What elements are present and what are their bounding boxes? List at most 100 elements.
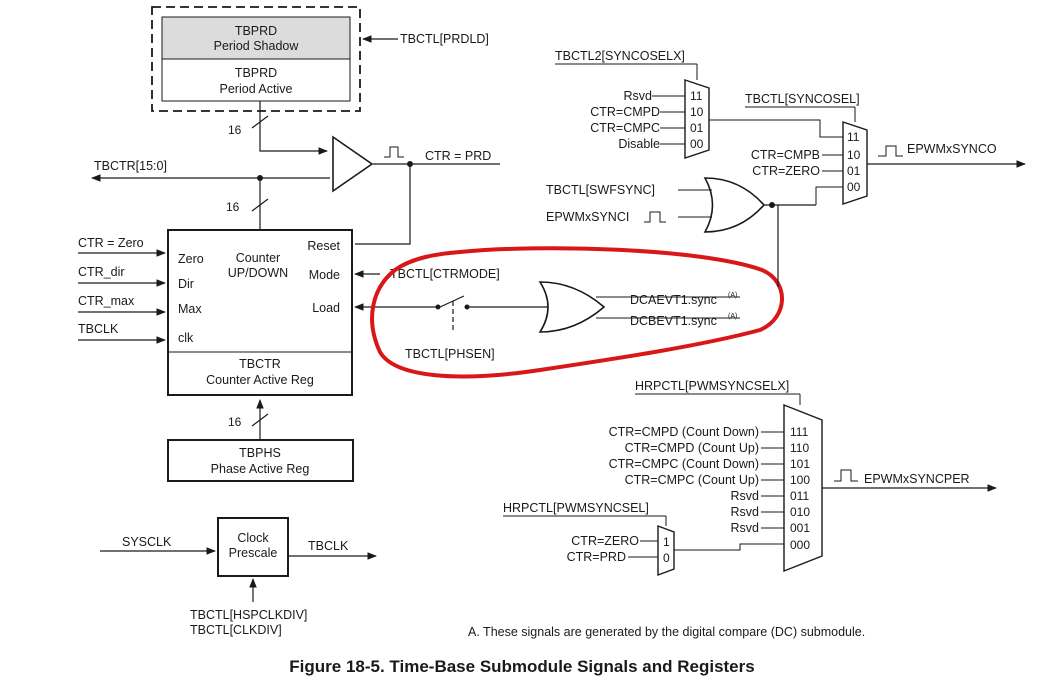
syncoselx-in-cmpc: CTR=CMPC — [590, 121, 660, 135]
bus-width-prd: 16 — [228, 123, 242, 137]
footnote: A. These signals are generated by the di… — [468, 625, 865, 639]
pwmsyncsel-in-prd: CTR=PRD — [567, 550, 626, 564]
pwmsyncselx-in-3: CTR=CMPC (Count Up) — [625, 473, 759, 487]
syncosel-code-11: 11 — [847, 130, 860, 144]
pwmsyncsel-label: HRPCTL[PWMSYNCSEL] — [503, 501, 649, 515]
ctrmode-label: TBCTL[CTRMODE] — [390, 267, 500, 281]
tbprd-to-comparator — [259, 101, 328, 155]
tbprd-shadow-box — [161, 16, 351, 60]
pwmsyncselx-code-111: 111 — [790, 425, 809, 439]
pwmsyncselx-code-001: 001 — [790, 521, 810, 535]
ctr-zero-label: CTR = Zero — [78, 236, 144, 250]
ctr-prd-label: CTR = PRD — [425, 149, 491, 163]
pwmsyncselx-mux — [783, 403, 823, 573]
pwmsyncselx-code-101: 101 — [790, 457, 810, 471]
reset-feedback — [355, 164, 411, 245]
pwmsyncselx-code-010: 010 — [790, 505, 810, 519]
counter-block — [167, 229, 353, 396]
pulse-icon — [834, 469, 858, 482]
tbprd-shadow-sub: Period Shadow — [214, 39, 300, 53]
syncoselx-label: TBCTL2[SYNCOSELX] — [555, 49, 685, 63]
clock-title2: Prescale — [229, 546, 278, 560]
syncosel-in-zero: CTR=ZERO — [752, 164, 820, 178]
pwmsyncselx-in-2: CTR=CMPC (Count Down) — [609, 457, 759, 471]
dcaevt-sup: (A) — [728, 292, 737, 299]
bus-width-ctr: 16 — [226, 200, 240, 214]
pwmsyncsel-to-selx — [674, 543, 784, 551]
counter-in-zero: Zero — [178, 252, 204, 266]
pulse-icon — [644, 211, 666, 223]
syncosel-label: TBCTL[SYNCOSEL] — [745, 92, 860, 106]
sync-or-gate — [703, 177, 766, 233]
clkdiv-label: TBCTL[CLKDIV] — [190, 623, 282, 637]
clock-title: Clock — [237, 531, 269, 545]
tbprd-shadow-title: TBPRD — [235, 24, 277, 38]
dcbevt-label: DCBEVT1.sync — [630, 314, 717, 328]
syncoselx-mux — [684, 79, 710, 159]
syncoselx-in-disable: Disable — [618, 137, 660, 151]
tbclk-out-label: TBCLK — [308, 539, 349, 553]
counter-reg-sub: Counter Active Reg — [206, 373, 314, 387]
pwmsyncselx-in-1: CTR=CMPD (Count Up) — [625, 441, 759, 455]
pwmsyncsel-code-1: 1 — [663, 535, 670, 549]
tbphs-title: TBPHS — [239, 446, 281, 460]
epwmxsyncper-label: EPWMxSYNCPER — [864, 472, 970, 486]
counter-out-reset: Reset — [307, 239, 340, 253]
tbprd-dashed-frame — [151, 6, 361, 112]
syncosel-code-01: 01 — [847, 164, 861, 178]
dc-or-gate — [538, 281, 606, 333]
pwmsyncsel-code-0: 0 — [663, 551, 670, 565]
bus-width-phs: 16 — [228, 415, 242, 429]
pulse-icon — [878, 145, 903, 157]
counter-title: Counter — [236, 251, 280, 265]
switch-blade — [439, 295, 465, 308]
sync-to-syncosel — [815, 186, 843, 205]
pwmsyncsel-mux — [657, 524, 675, 577]
bus-slash-prd — [251, 115, 269, 129]
bus-slash-ctr — [251, 198, 269, 212]
counter-in-clk: clk — [178, 331, 194, 345]
tbctl-prdld-label: TBCTL[PRDLD] — [400, 32, 489, 46]
switch-contact — [435, 304, 441, 310]
ctr-max-label: CTR_max — [78, 294, 135, 308]
tbclk-in-label: TBCLK — [78, 322, 119, 336]
bus-slash-phs — [251, 413, 269, 427]
clock-prescale-block — [217, 517, 289, 577]
pulse-icon — [384, 146, 404, 158]
figure-caption: Figure 18-5. Time-Base Submodule Signals… — [289, 657, 754, 676]
pwmsyncselx-code-100: 100 — [790, 473, 810, 487]
syncosel-in-cmpb: CTR=CMPB — [751, 148, 820, 162]
swfsync-label: TBCTL[SWFSYNC] — [546, 183, 655, 197]
dcaevt-label: DCAEVT1.sync — [630, 293, 717, 307]
syncoselx-in-cmpd: CTR=CMPD — [590, 105, 660, 119]
syncoselx-code-01: 01 — [690, 121, 704, 135]
syncosel-code-00: 00 — [847, 180, 861, 194]
syncoselx-to-syncosel — [709, 119, 843, 138]
epwmxsynco-label: EPWMxSYNCO — [907, 142, 997, 156]
tbphs-sub: Phase Active Reg — [211, 462, 310, 476]
comparator-symbol — [332, 135, 374, 193]
counter-reg-title: TBCTR — [239, 357, 281, 371]
tbprd-active-sub: Period Active — [220, 82, 293, 96]
pwmsyncselx-in-0: CTR=CMPD (Count Down) — [609, 425, 759, 439]
pwmsyncselx-code-000: 000 — [790, 538, 810, 552]
pwmsyncselx-code-011: 011 — [790, 489, 809, 503]
pwmsyncselx-in-6: Rsvd — [731, 521, 760, 535]
syncoselx-code-11: 11 — [690, 89, 703, 103]
dcbevt-sup: (A) — [728, 313, 737, 320]
counter-out-mode: Mode — [309, 268, 340, 282]
syncoselx-code-00: 00 — [690, 137, 704, 151]
syncoselx-in-rsvd: Rsvd — [624, 89, 653, 103]
ctr-dir-label: CTR_dir — [78, 265, 125, 279]
sysclk-label: SYSCLK — [122, 535, 172, 549]
counter-in-max: Max — [178, 302, 202, 316]
counter-in-dir: Dir — [178, 277, 194, 291]
epwmxsynci-label: EPWMxSYNCI — [546, 210, 629, 224]
syncosel-mux — [842, 121, 868, 205]
counter-out-load: Load — [312, 301, 340, 315]
tbphs-block — [167, 439, 354, 482]
red-highlight-annotation — [370, 246, 784, 379]
pwmsyncselx-in-5: Rsvd — [731, 505, 760, 519]
pwmsyncsel-in-zero: CTR=ZERO — [571, 534, 639, 548]
tbprd-active-title: TBPRD — [235, 66, 277, 80]
